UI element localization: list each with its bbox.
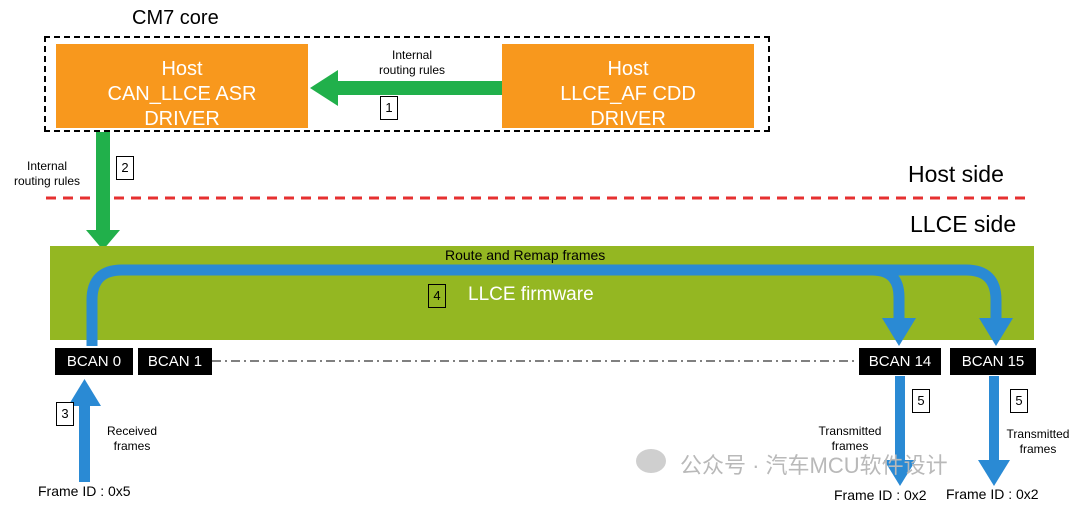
transmitted-b-line2: frames xyxy=(1019,442,1057,456)
step-1-badge: 1 xyxy=(380,96,398,120)
watermark-text: 公众号 · 汽车MCU软件设计 xyxy=(680,453,948,478)
frame-id-in: Frame ID : 0x5 xyxy=(38,483,131,499)
routing-rules-label-top: Internal routing rules xyxy=(372,48,452,78)
received-arrow xyxy=(68,379,101,482)
host-left-line3: DRIVER xyxy=(144,108,220,130)
frame-id-out-bcan15: Frame ID : 0x2 xyxy=(946,486,1039,502)
received-frames-label: Received frames xyxy=(100,424,164,454)
transmitted-a-line2: frames xyxy=(831,439,869,453)
host-right-line3: DRIVER xyxy=(590,108,666,130)
route-path-overlay xyxy=(86,264,1002,346)
transmitted-frames-label-bcan15: Transmitted frames xyxy=(998,427,1078,457)
bcan-0: BCAN 0 xyxy=(55,348,133,375)
route-remap-title: Route and Remap frames xyxy=(445,247,606,263)
routing-top-line1: Internal xyxy=(391,48,433,62)
cm7-core-title: CM7 core xyxy=(132,7,219,29)
transmitted-a-line1: Transmitted xyxy=(818,424,882,438)
received-line1: Received xyxy=(106,424,158,438)
routing-arrow-1 xyxy=(310,70,502,106)
host-side-label: Host side xyxy=(908,161,1004,187)
llce-side-label: LLCE side xyxy=(910,211,1017,237)
bcan-14: BCAN 14 xyxy=(859,348,941,375)
host-left-line1: Host xyxy=(161,58,203,80)
host-can-llce-asr-driver: Host CAN_LLCE ASR DRIVER xyxy=(56,44,308,130)
route-branch-overlay xyxy=(871,264,905,322)
host-left-line2: CAN_LLCE ASR xyxy=(107,83,257,105)
received-line2: frames xyxy=(113,439,151,453)
transmitted-b-line1: Transmitted xyxy=(1006,427,1070,441)
routing-rules-label-left: Internal routing rules xyxy=(6,159,88,189)
llce-firmware-label: LLCE firmware xyxy=(468,284,594,305)
step-5-badge-bcan14: 5 xyxy=(912,389,930,413)
host-right-line1: Host xyxy=(607,58,649,80)
step-5-badge-bcan15: 5 xyxy=(1010,389,1028,413)
host-right-line2: LLCE_AF CDD xyxy=(560,83,696,105)
route-arrowhead-bcan15-overlay xyxy=(979,318,1013,346)
routing-top-line2: routing rules xyxy=(378,63,446,77)
bcan-1: BCAN 1 xyxy=(138,348,212,375)
step-2-badge: 2 xyxy=(116,156,134,180)
cm7-core-boundary xyxy=(44,36,770,132)
transmit-arrow-bcan14 xyxy=(884,376,916,486)
frame-id-out-bcan14: Frame ID : 0x2 xyxy=(834,487,927,503)
step-3-badge: 3 xyxy=(56,402,74,426)
routing-left-line1: Internal xyxy=(26,159,68,173)
route-arrowhead-bcan14-overlay xyxy=(882,318,916,346)
routing-left-line2: routing rules xyxy=(13,174,81,188)
wechat-logo-icon xyxy=(636,449,666,473)
host-llce-af-cdd-driver: Host LLCE_AF CDD DRIVER xyxy=(502,44,754,130)
llce-firmware-band xyxy=(50,246,1034,340)
transmit-arrow-bcan15 xyxy=(978,376,1010,486)
routing-arrow-2 xyxy=(86,132,120,250)
step-4-badge: 4 xyxy=(428,284,446,308)
transmitted-frames-label-bcan14: Transmitted frames xyxy=(808,424,892,454)
bcan-15: BCAN 15 xyxy=(950,348,1036,375)
